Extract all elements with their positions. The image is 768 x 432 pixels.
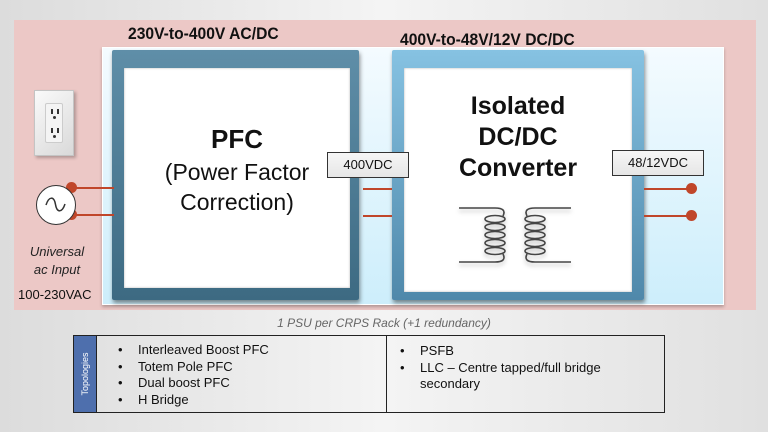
topologies-divider [386, 336, 387, 413]
dcdc-title-line3: Converter [458, 154, 578, 182]
list-item: Dual boost PFC [110, 375, 380, 392]
intermediate-voltage-label: 400VDC [327, 152, 409, 178]
output-voltage-label: 48/12VDC [612, 150, 704, 176]
topologies-header-label: Topologies [80, 352, 90, 396]
transformer-icon [459, 207, 571, 263]
dc-output-terminal-bottom [686, 210, 697, 221]
input-label-line2: ac Input [33, 262, 81, 277]
dc-bus-wire-bottom [363, 215, 392, 217]
list-item: Interleaved Boost PFC [110, 342, 380, 359]
pfc-subtitle-line1: (Power Factor [164, 159, 310, 185]
pfc-title: PFC [211, 124, 263, 154]
topologies-header: Topologies [74, 336, 97, 412]
dcdc-stage-title: 400V-to-48V/12V DC/DC [400, 30, 575, 49]
dc-output-terminal-top [686, 183, 697, 194]
pfc-subtitle-line2: Correction) [180, 189, 294, 215]
dc-output-wire-top [644, 188, 690, 190]
power-outlet-icon [34, 90, 74, 156]
ac-input-wire-top [70, 187, 114, 189]
pfc-block [124, 68, 350, 288]
dcdc-title-line1: Isolated [470, 92, 566, 120]
rack-note: 1 PSU per CRPS Rack (+1 redundancy) [277, 316, 491, 330]
ac-input-wire-bottom [70, 214, 114, 216]
dc-bus-wire-top [363, 188, 392, 190]
input-voltage: 100-230VAC [18, 287, 92, 302]
list-item: Totem Pole PFC [110, 359, 380, 376]
ac-source-icon [36, 185, 76, 225]
list-item: LLC – Centre tapped/full bridge secondar… [392, 360, 662, 393]
ac-input-terminal-top [66, 182, 77, 193]
dcdc-topologies-list: PSFB LLC – Centre tapped/full bridge sec… [392, 343, 662, 393]
input-label-line1: Universal [29, 244, 85, 259]
topologies-table [73, 335, 665, 413]
dc-output-wire-bottom [644, 215, 690, 217]
list-item: PSFB [392, 343, 662, 360]
dcdc-block [404, 68, 632, 292]
list-item: H Bridge [110, 392, 380, 409]
acdc-stage-title: 230V-to-400V AC/DC [128, 24, 279, 43]
dcdc-title-line2: DC/DC [478, 123, 558, 151]
pfc-topologies-list: Interleaved Boost PFC Totem Pole PFC Dua… [110, 342, 380, 408]
